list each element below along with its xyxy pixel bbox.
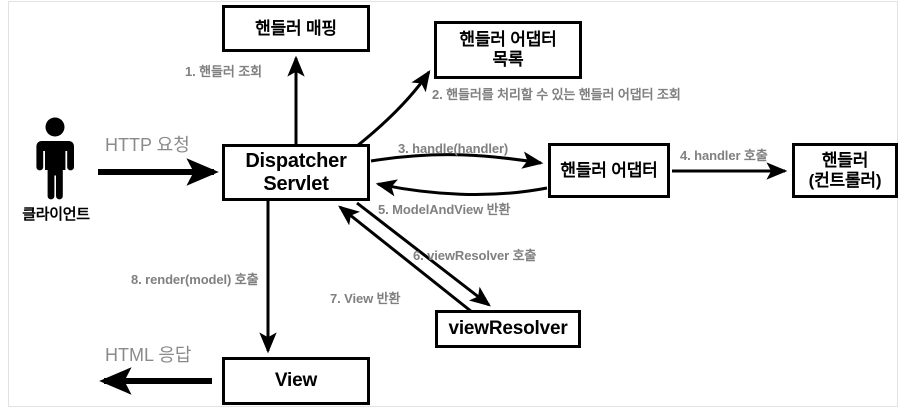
client-label: 클라이언트 xyxy=(22,206,90,223)
node-handler-adapter-list-label: 핸들러 어댑터 목록 xyxy=(459,30,556,69)
edge-label-step-3: 3. handle(handler) xyxy=(398,141,509,156)
node-dispatcher-servlet-label: Dispatcher Servlet xyxy=(245,149,347,196)
edge-label-step-4: 4. handler 호출 xyxy=(680,148,768,163)
node-dispatcher-servlet-line2: Servlet xyxy=(263,172,329,195)
node-handler-mapping-label: 핸들러 매핑 xyxy=(255,18,337,38)
node-view[interactable]: View xyxy=(222,357,370,405)
edge-label-http-request: HTTP 요청 xyxy=(105,135,190,155)
node-view-label: View xyxy=(274,370,318,392)
node-handler-adapter-label: 핸들러 어댑터 xyxy=(560,160,658,180)
node-handler-controller-line1: 핸들러 xyxy=(821,150,869,170)
node-dispatcher-servlet-line1: Dispatcher xyxy=(245,149,347,172)
node-view-resolver-label: viewResolver xyxy=(448,318,568,340)
node-view-resolver[interactable]: viewResolver xyxy=(435,310,581,348)
node-handler-controller-line2: (컨트롤러) xyxy=(808,170,882,190)
node-handler-adapter-list[interactable]: 핸들러 어댑터 목록 xyxy=(434,21,582,79)
node-handler-mapping[interactable]: 핸들러 매핑 xyxy=(222,5,370,52)
node-handler-adapter-list-line2: 목록 xyxy=(492,50,524,69)
node-handler-adapter[interactable]: 핸들러 어댑터 xyxy=(548,143,670,198)
node-handler-adapter-list-line1: 핸들러 어댑터 xyxy=(459,30,557,50)
node-handler-controller-label: 핸들러 (컨트롤러) xyxy=(809,151,882,190)
edge-label-http-response: HTML 응답 xyxy=(105,345,192,365)
person-icon xyxy=(36,117,74,200)
edge-label-step-7: 7. View 반환 xyxy=(330,291,401,306)
node-dispatcher-servlet[interactable]: Dispatcher Servlet xyxy=(222,144,370,201)
edge-label-step-1: 1. 핸들러 조회 xyxy=(185,64,262,79)
edge-label-step-5: 5. ModelAndView 반환 xyxy=(378,202,511,217)
node-handler-controller[interactable]: 핸들러 (컨트롤러) xyxy=(792,143,898,198)
edge-label-step-6: 6. viewResolver 호출 xyxy=(413,248,537,263)
edge-label-step-2: 2. 핸들러를 처리할 수 있는 핸들러 어댑터 조회 xyxy=(432,87,681,102)
edge-label-step-8: 8. render(model) 호출 xyxy=(131,272,259,287)
